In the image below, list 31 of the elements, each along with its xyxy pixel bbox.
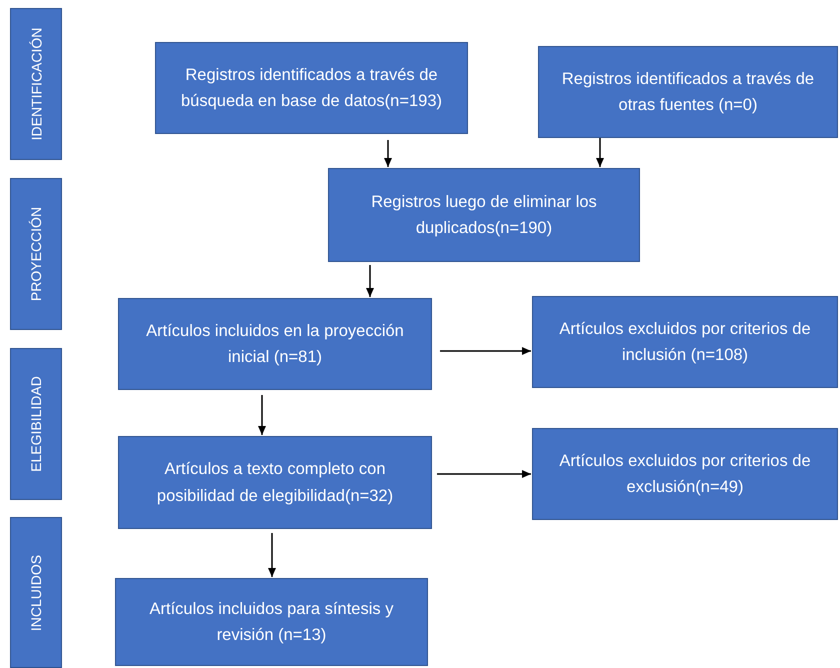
phase-label: INCLUIDOS — [28, 554, 44, 631]
process-box — [118, 298, 432, 390]
process-box — [115, 578, 428, 666]
process-box — [532, 428, 838, 520]
box-text: Registros luego de eliminar los duplicados(n=190) — [370, 192, 598, 239]
process-box — [538, 46, 838, 138]
arrow — [384, 140, 392, 167]
process-box — [118, 436, 432, 529]
box-text: Registros identificados a través de otras fuentes (n=0) — [560, 68, 816, 116]
arrow — [258, 395, 266, 435]
phase-band — [10, 178, 62, 330]
phase-band — [10, 8, 62, 160]
box-text: Artículos incluidos para síntesis y revisión (n=13) — [148, 598, 394, 646]
arrow — [596, 138, 604, 167]
phase-band — [10, 348, 62, 500]
box-text: Artículos incluidos en la proyección inicial (n=81) — [145, 320, 405, 368]
box-text: Artículos excluidos por criterios de exclusión(n=49) — [558, 450, 812, 498]
phase-label: IDENTIFICACIÓN — [28, 28, 44, 140]
process-box — [328, 168, 640, 262]
process-box — [155, 42, 468, 134]
arrow — [268, 533, 276, 577]
box-text: Registros identificados a través de búsqueda en base de datos(n=193) — [180, 64, 443, 112]
box-text: Artículos a texto completo con posibilidad de elegibilidad(n=32) — [156, 459, 394, 506]
phase-label: ELEGIBILIDAD — [28, 376, 44, 472]
arrow — [440, 347, 531, 355]
box-text: Artículos excluidos por criterios de inclusión (n=108) — [558, 318, 812, 366]
phase-band — [10, 517, 62, 668]
process-box — [532, 296, 838, 388]
arrow — [437, 470, 531, 478]
arrow — [366, 265, 374, 297]
phase-label: PROYECCIÓN — [28, 206, 44, 302]
